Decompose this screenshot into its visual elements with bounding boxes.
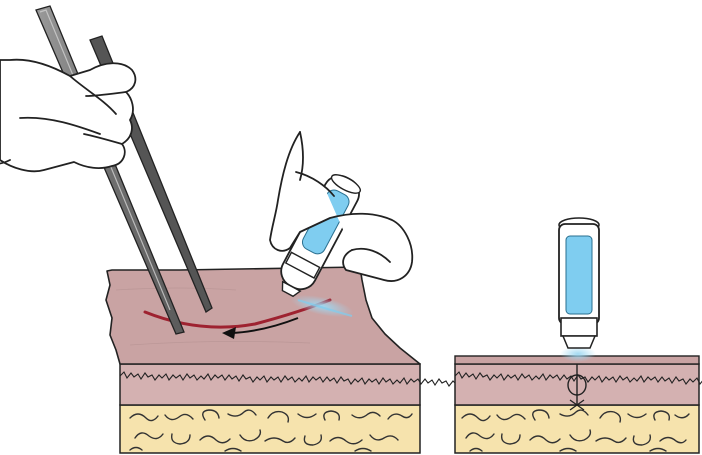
left-dermis-papillae [119, 371, 464, 387]
right-approximated-wound [567, 360, 587, 411]
glove-hand-applicator [269, 131, 414, 282]
right-fat-layer [454, 404, 700, 454]
left-dermis-layer [119, 363, 464, 406]
right-adhesive-spray [560, 346, 596, 362]
right-dermis-layer [454, 360, 702, 411]
direction-arrow [222, 317, 299, 339]
right-dermis-papillae [454, 371, 702, 386]
right-fat-squiggles [461, 409, 690, 452]
left-skin-surface [105, 266, 421, 365]
left-fat-squiggles [129, 409, 413, 452]
glove-hand-forceps [0, 58, 137, 173]
left-fat-layer [119, 404, 421, 454]
left-panel [0, 5, 464, 454]
right-panel [454, 217, 702, 454]
adhesive-applicator-vertical [558, 217, 600, 349]
adhesive-applicator-angled [280, 174, 362, 298]
